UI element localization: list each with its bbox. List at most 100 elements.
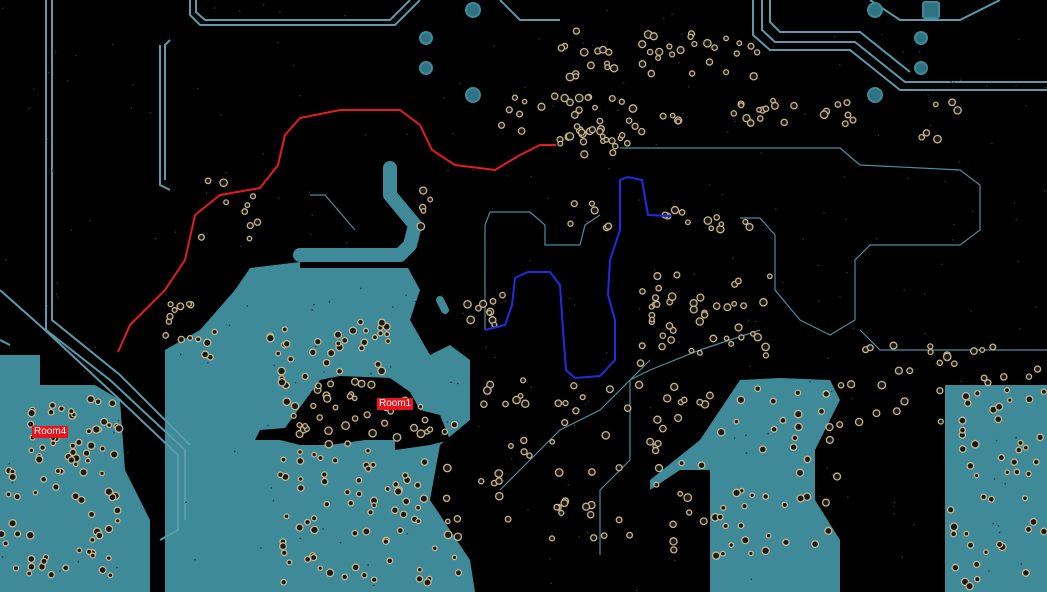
via-icon	[40, 475, 48, 483]
grid-dot	[116, 566, 118, 569]
via-icon	[796, 494, 805, 503]
grid-dot	[567, 483, 570, 486]
grid-dot	[902, 51, 904, 53]
via-icon	[362, 527, 371, 536]
outline-7	[310, 194, 356, 231]
via-icon	[669, 112, 676, 119]
via-icon	[948, 98, 957, 107]
room-label-room4[interactable]: Room4	[32, 426, 69, 438]
via-icon	[477, 477, 485, 485]
via-icon	[575, 106, 583, 114]
via-icon	[762, 352, 770, 359]
via-icon	[54, 467, 62, 475]
via-icon	[984, 379, 992, 387]
via-icon	[837, 381, 845, 389]
via-icon	[997, 453, 1005, 462]
grid-dot	[207, 362, 209, 364]
trace-top-right	[752, 0, 1047, 91]
grid-dot	[538, 37, 540, 40]
via-icon	[549, 438, 556, 445]
via-icon	[384, 485, 391, 493]
grid-dot	[682, 112, 684, 115]
via-icon	[574, 93, 584, 103]
via-icon	[560, 93, 569, 103]
via-icon	[427, 196, 434, 203]
via-icon	[362, 327, 370, 334]
via-icon	[162, 332, 170, 339]
via-icon	[86, 394, 95, 404]
via-icon	[195, 336, 202, 343]
via-icon	[1022, 444, 1029, 451]
via-icon	[836, 421, 844, 429]
grid-dot	[502, 4, 505, 6]
grid-dot	[584, 403, 587, 405]
via-icon	[769, 397, 777, 405]
via-icon	[596, 117, 604, 125]
via-icon	[758, 445, 767, 454]
via-icon	[946, 505, 955, 514]
via-icon	[482, 386, 492, 395]
via-icon	[1036, 433, 1044, 442]
via-icon	[670, 205, 680, 215]
via-icon	[608, 95, 616, 102]
routed-net-red[interactable]	[117, 109, 556, 353]
via-icon	[316, 414, 323, 421]
grid-dot	[846, 496, 849, 498]
via-icon	[62, 564, 70, 572]
grid-dot	[27, 107, 30, 110]
cutout-right-center	[650, 470, 710, 592]
via-icon	[385, 338, 391, 345]
via-icon	[185, 300, 193, 308]
via-icon	[537, 102, 546, 111]
grid-dot	[57, 296, 59, 298]
via-icon	[687, 33, 694, 41]
grid-dot	[354, 422, 357, 425]
room-label-room1[interactable]: Room1	[377, 398, 414, 410]
grid-dot	[1043, 190, 1046, 192]
via-icon	[520, 436, 528, 445]
grid-dot	[46, 305, 49, 307]
via-icon	[567, 220, 574, 227]
mounting-pad-icon	[914, 61, 928, 75]
grid-dot	[636, 589, 638, 592]
grid-dot	[273, 364, 276, 367]
via-icon	[680, 396, 688, 404]
via-icon	[740, 302, 748, 310]
via-icon	[201, 350, 210, 359]
via-icon	[628, 104, 638, 113]
grid-dot	[591, 44, 594, 47]
via-icon	[370, 461, 377, 468]
grid-dot	[1, 556, 4, 558]
via-icon	[26, 420, 35, 428]
via-icon	[933, 134, 942, 144]
grid-dot	[971, 210, 974, 213]
via-icon	[846, 380, 856, 389]
grid-dot	[839, 296, 841, 298]
trace-top-right-2	[761, 0, 1047, 83]
wide-trace-2	[436, 296, 449, 314]
via-icon	[390, 506, 399, 515]
via-icon	[603, 136, 610, 143]
via-icon	[13, 493, 21, 501]
via-icon	[358, 344, 365, 352]
via-icon	[86, 441, 96, 450]
via-icon	[586, 510, 595, 519]
routed-net-blue[interactable]	[484, 175, 673, 380]
via-icon	[463, 299, 472, 309]
via-icon	[761, 546, 770, 556]
grid-dot	[893, 513, 895, 515]
via-icon	[1025, 470, 1032, 478]
grid-dot	[827, 357, 829, 360]
via-icon	[615, 516, 623, 524]
grid-dot	[390, 366, 392, 368]
via-icon	[1004, 469, 1011, 476]
via-icon	[589, 534, 598, 542]
via-icon	[58, 405, 65, 413]
grid-dot	[267, 424, 269, 427]
via-icon	[282, 339, 291, 348]
via-icon	[963, 399, 972, 408]
via-icon	[420, 207, 427, 214]
via-icon	[246, 221, 254, 230]
